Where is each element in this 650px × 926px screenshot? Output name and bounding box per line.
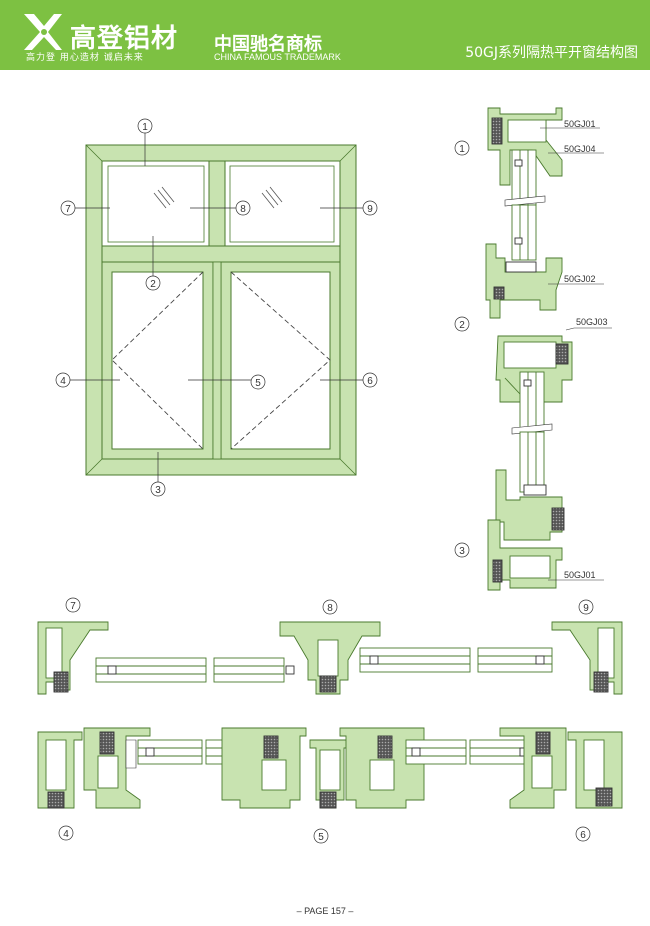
section-marker-4: 4 — [58, 825, 74, 841]
svg-text:50GJ01: 50GJ01 — [564, 119, 596, 129]
callout-1: 1 — [137, 118, 153, 134]
svg-text:50GJ01: 50GJ01 — [564, 570, 596, 580]
svg-text:6: 6 — [580, 830, 586, 841]
svg-text:50GJ02: 50GJ02 — [564, 274, 596, 284]
transom-bar — [101, 245, 341, 263]
brand-slogan: 高力登 用心造材 诚启未来 — [26, 53, 144, 63]
svg-text:4: 4 — [63, 829, 69, 840]
svg-text:7: 7 — [70, 601, 76, 612]
left-sash — [101, 261, 214, 460]
callout-7: 7 — [60, 200, 76, 216]
section-marker-8: 8 — [322, 599, 338, 615]
svg-text:1: 1 — [459, 144, 465, 155]
callout-2: 2 — [145, 275, 161, 291]
callout-6: 6 — [362, 372, 378, 388]
vertical-section — [485, 107, 573, 591]
upper-mullion — [208, 160, 226, 247]
page-header: 高登铝材 高力登 用心造材 诚启未来 中国驰名商标 CHINA FAMOUS T… — [0, 0, 650, 70]
vertical-section-labels: 50GJ01 50GJ04 50GJ02 50GJ03 50GJ01 1 2 3 — [454, 119, 612, 581]
section-marker-7: 7 — [65, 597, 81, 613]
trademark-title: 中国驰名商标 — [214, 34, 322, 55]
svg-text:8: 8 — [327, 603, 333, 614]
svg-text:9: 9 — [583, 603, 589, 614]
right-sash — [220, 261, 341, 460]
svg-text:5: 5 — [318, 832, 324, 843]
callout-3: 3 — [150, 481, 166, 497]
svg-text:3: 3 — [459, 546, 465, 557]
section-marker-1: 1 — [454, 140, 470, 156]
callout-8: 8 — [235, 200, 251, 216]
callout-9: 9 — [362, 200, 378, 216]
section-marker-5: 5 — [313, 828, 329, 844]
svg-text:3: 3 — [155, 485, 161, 496]
section-marker-3: 3 — [454, 542, 470, 558]
horizontal-section-top — [37, 621, 623, 695]
callout-4: 4 — [55, 372, 71, 388]
horizontal-section-bottom — [37, 727, 623, 809]
svg-text:2: 2 — [150, 279, 156, 290]
svg-text:2: 2 — [459, 320, 465, 331]
svg-text:9: 9 — [367, 204, 373, 215]
page-title: 50GJ系列隔热平开窗结构图 — [465, 45, 638, 61]
brand-name: 高登铝材 — [70, 24, 179, 54]
section-marker-2: 2 — [454, 316, 470, 332]
svg-text:1: 1 — [142, 122, 148, 133]
svg-text:50GJ03: 50GJ03 — [576, 317, 608, 327]
svg-text:50GJ04: 50GJ04 — [564, 144, 596, 154]
trademark-subtitle: CHINA FAMOUS TRADEMARK — [214, 52, 341, 62]
svg-text:5: 5 — [255, 378, 261, 389]
section-marker-9: 9 — [578, 599, 594, 615]
page-number: – PAGE 157 – — [296, 906, 354, 916]
callout-5: 5 — [250, 374, 266, 390]
section-marker-6: 6 — [575, 826, 591, 842]
svg-text:8: 8 — [240, 204, 246, 215]
svg-text:4: 4 — [60, 376, 66, 387]
window-elevation: 1 7 8 9 2 4 5 6 3 — [55, 118, 378, 497]
brand-logo-icon — [24, 14, 62, 50]
svg-text:7: 7 — [65, 204, 71, 215]
svg-text:6: 6 — [367, 376, 373, 387]
